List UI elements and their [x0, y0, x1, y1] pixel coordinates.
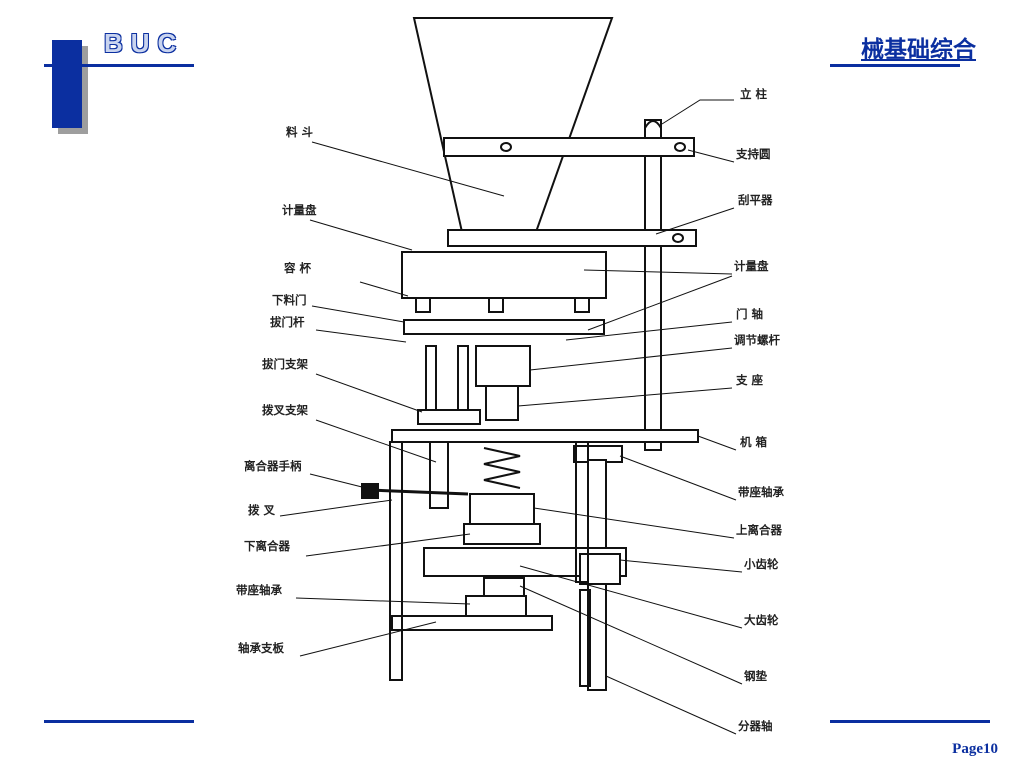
label-door-pull-rod: 拔门杆	[270, 315, 305, 329]
label-bearing-seat-left: 带座轴承	[236, 583, 282, 597]
labels-right: 立 柱 支持圆 刮平器 计量盘 门 轴 调节螺杆 支 座 机 箱 带座轴承 上离…	[734, 87, 784, 733]
label-discharge-door: 下料门	[272, 293, 307, 307]
label-steel-pad: 钢垫	[744, 669, 767, 683]
label-metering-plate-right: 计量盘	[734, 259, 769, 273]
label-hopper: 料 斗	[286, 125, 314, 139]
label-fork-bracket: 拨叉支架	[262, 403, 308, 417]
label-scraper: 刮平器	[738, 193, 773, 207]
logo-bar	[52, 40, 82, 128]
logo-text: BUC	[104, 28, 185, 58]
page-number: Page10	[952, 741, 998, 757]
footer-rule-left	[44, 720, 194, 723]
label-machine-box: 机 箱	[740, 435, 768, 449]
label-clutch-handle: 离合器手柄	[244, 459, 302, 473]
label-fork: 拨 叉	[248, 503, 276, 517]
label-column: 立 柱	[740, 87, 768, 101]
footer-rule-right	[830, 720, 990, 723]
slide-title: 械基础综合	[861, 37, 976, 63]
header-rule-right	[830, 64, 960, 67]
label-upper-clutch: 上离合器	[736, 523, 782, 537]
label-lower-clutch: 下离合器	[244, 539, 290, 553]
labels-left: 料 斗 计量盘 容 杯 下料门 拔门杆 拔门支架 拨叉支架 离合器手柄 拨 叉 …	[236, 125, 317, 655]
label-door-bracket: 拔门支架	[262, 357, 308, 371]
label-support-base: 支 座	[735, 373, 764, 387]
machine-drawing	[361, 17, 699, 691]
leader-lines	[279, 99, 743, 735]
label-metering-plate-left: 计量盘	[282, 203, 317, 217]
label-door-shaft: 门 轴	[736, 307, 763, 321]
label-large-gear: 大齿轮	[744, 613, 779, 627]
header-rule-left	[44, 64, 194, 67]
label-bearing-support-plate: 轴承支板	[238, 641, 284, 655]
label-cup: 容 杯	[283, 261, 312, 275]
label-adjust-screw: 调节螺杆	[734, 333, 780, 347]
label-divider-shaft: 分器轴	[738, 719, 773, 733]
label-support-ring: 支持圆	[735, 147, 771, 161]
label-small-gear: 小齿轮	[743, 557, 779, 571]
label-bearing-seat-right: 带座轴承	[738, 485, 784, 499]
